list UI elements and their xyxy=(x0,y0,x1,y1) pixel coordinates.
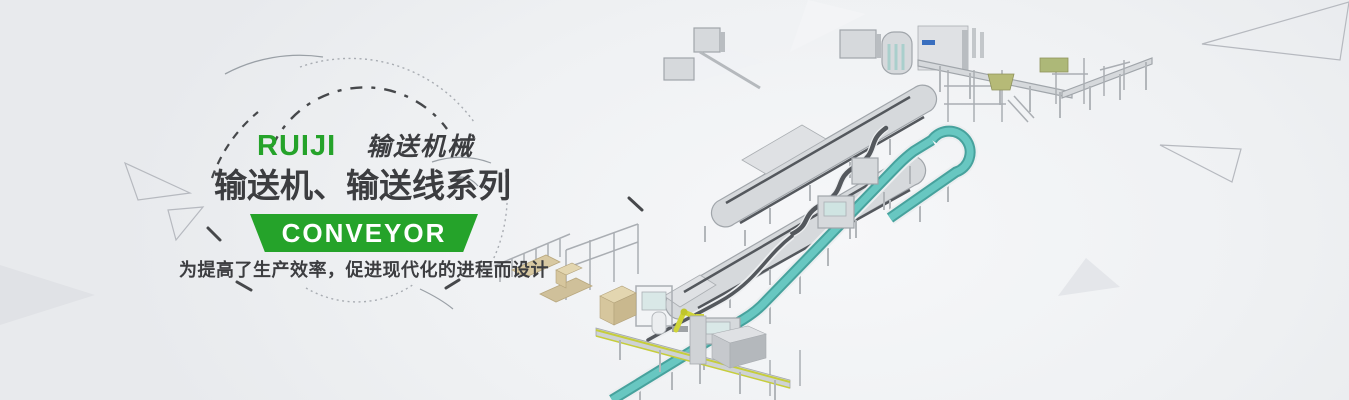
top-machines xyxy=(663,25,1153,123)
conveyor-ribbon: CONVEYOR xyxy=(250,214,478,252)
banner-tagline: 为提高了生产效率，促进现代化的进程而设计 xyxy=(179,260,549,280)
background-triangle-shapes xyxy=(688,0,866,84)
brand-logo-text: RUIJI xyxy=(257,130,337,162)
banner-title: 输送机、输送线系列 xyxy=(214,167,511,204)
brand-row: RUIJI 输送机械 xyxy=(257,127,474,163)
conveyor-line-illustration xyxy=(493,25,1153,400)
brand-category-text: 输送机械 xyxy=(366,133,475,161)
palletizer-area xyxy=(493,223,801,400)
conveyor-ribbon-label: CONVEYOR xyxy=(281,217,447,248)
decor-arc-circle xyxy=(206,54,644,310)
chain-belt xyxy=(646,125,889,344)
outline-triangle-shapes xyxy=(123,1,1349,242)
